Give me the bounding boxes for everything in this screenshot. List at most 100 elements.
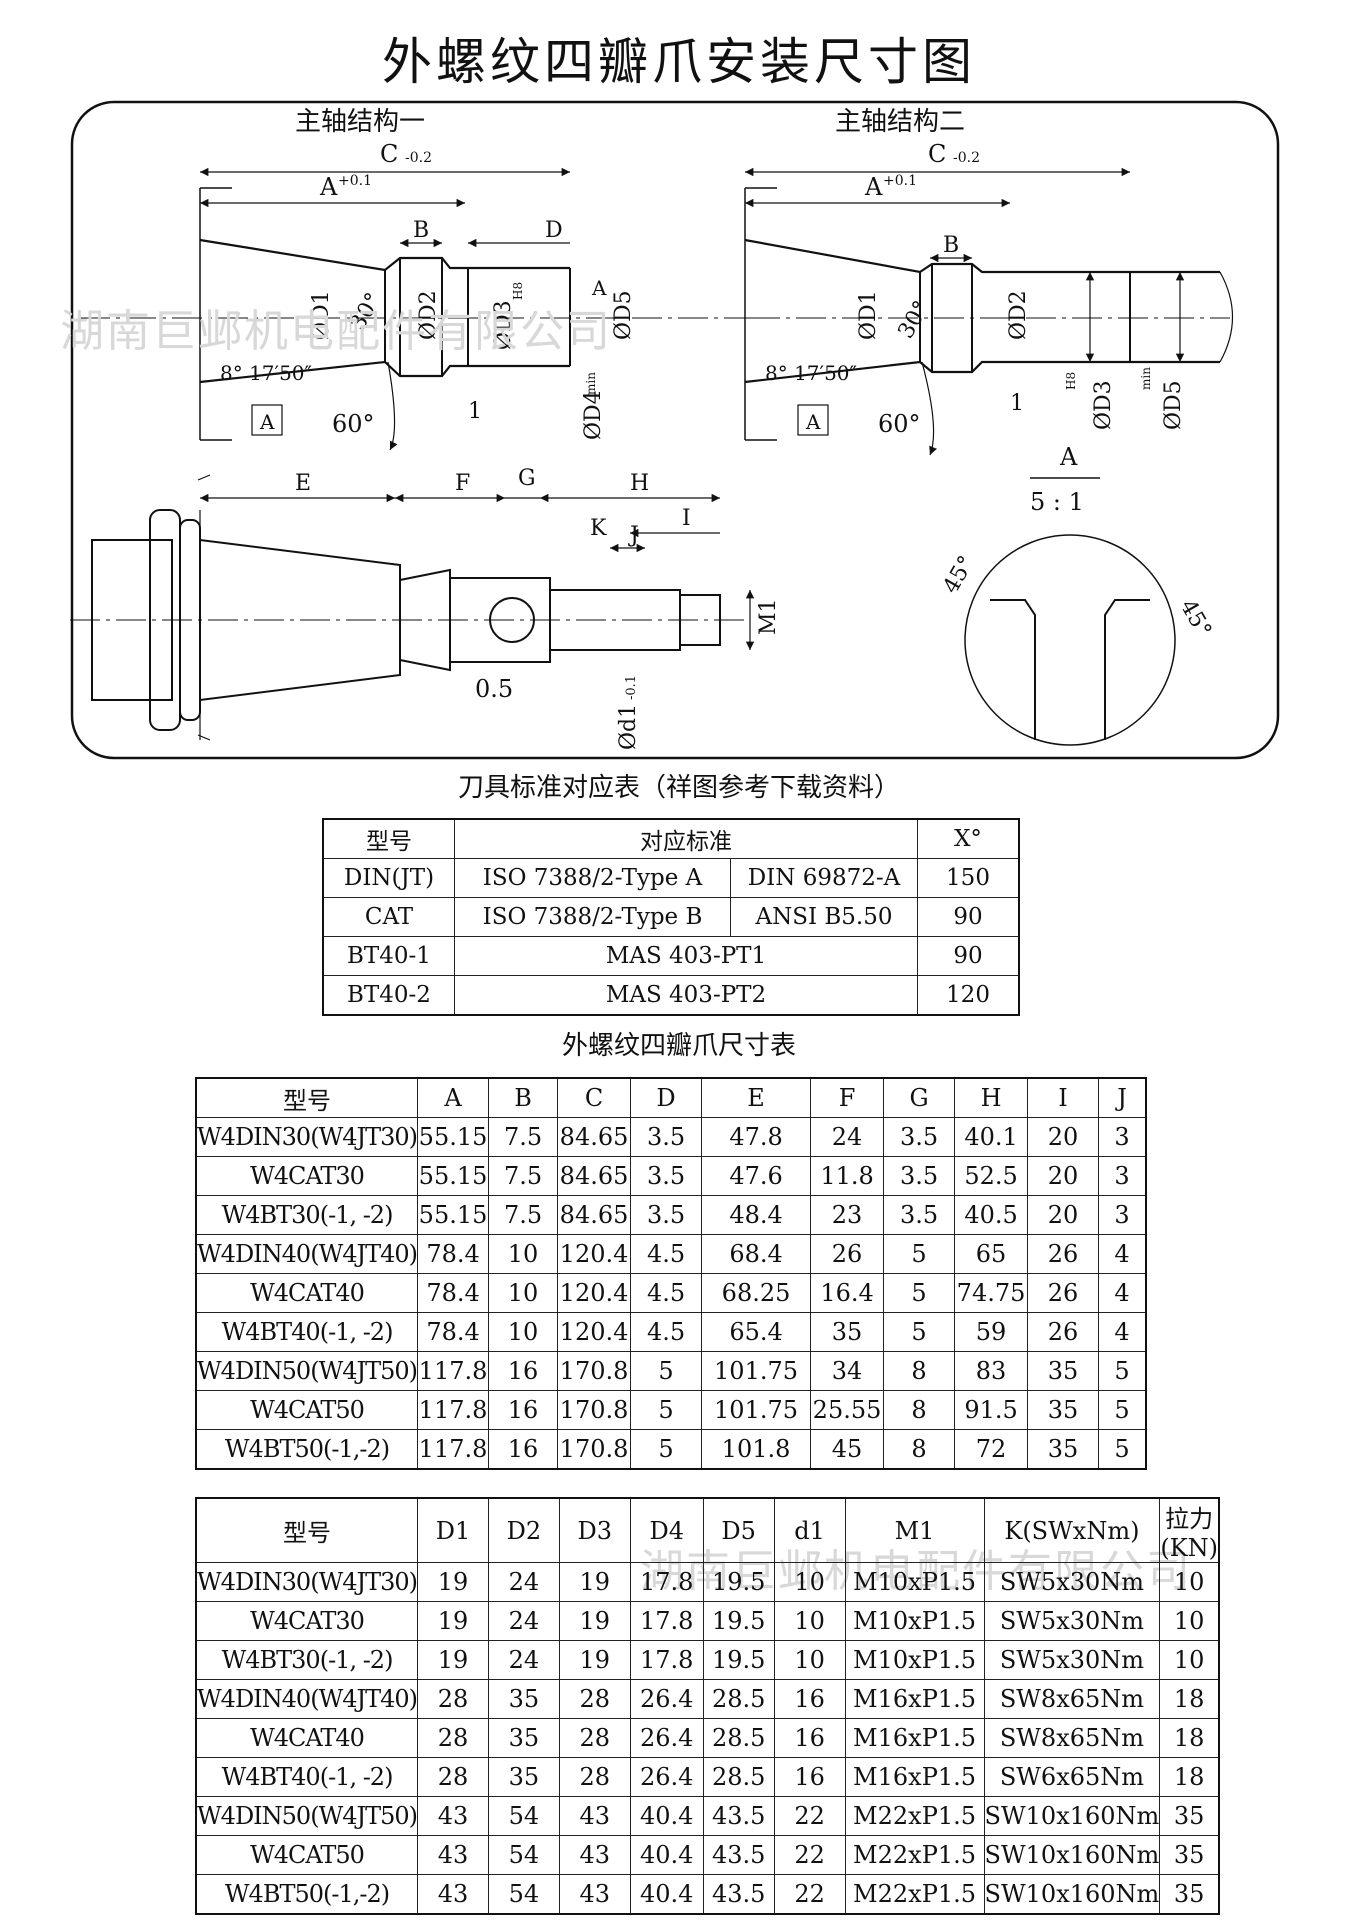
value-cell: 43.5 (702, 1796, 775, 1836)
model-cell: W4CAT30 (195, 1601, 419, 1641)
model-cell: W4BT50(-1,-2) (195, 1874, 419, 1915)
dim-A-tol-1: +0.1 (338, 173, 372, 189)
value-cell: 54 (487, 1796, 560, 1836)
value-cell: 16.4 (810, 1273, 885, 1313)
th-x: X° (917, 818, 1020, 859)
dim-H: H (630, 471, 649, 496)
th: D1 (417, 1497, 489, 1563)
value-cell: 47.6 (701, 1156, 812, 1196)
value-cell: 4.5 (630, 1312, 703, 1352)
value-cell: M16xP1.5 (844, 1679, 985, 1719)
value-cell: 4.5 (630, 1234, 703, 1274)
value-cell: M10xP1.5 (844, 1562, 985, 1602)
dim-D3-2: ØD3 (1091, 380, 1116, 430)
th: M1 (844, 1497, 985, 1563)
value-cell: 55.15 (417, 1117, 490, 1157)
value-cell: 18 (1159, 1679, 1220, 1719)
value-cell: 40.1 (954, 1117, 1029, 1157)
dim-D3-tol-1: H8 (511, 282, 525, 300)
value-cell: 120.4 (557, 1234, 632, 1274)
value-cell: SW5x30Nm (983, 1562, 1161, 1602)
value-cell: 65 (954, 1234, 1029, 1274)
value-cell: 17.8 (629, 1562, 704, 1602)
table-row: DIN(JT) ISO 7388/2-Type A DIN 69872-A 15… (322, 858, 1020, 898)
value-cell: 3 (1098, 1117, 1147, 1157)
value-cell: 17.8 (629, 1640, 704, 1680)
page-title: 外螺纹四瓣爪安装尺寸图 (382, 33, 976, 91)
th: C (557, 1077, 632, 1118)
dim-D1-2: ØD1 (856, 290, 881, 340)
value-cell: 7.5 (488, 1117, 559, 1157)
spindle-structure-2: 主轴结构二 C -0.2 A +0.1 B ØD1 ØD2 ØD3 H8 ØD5… (744, 107, 1234, 456)
value-cell: 43 (558, 1835, 631, 1875)
dim-half: 0.5 (475, 675, 513, 703)
table-row: BT40-1 MAS 403-PT1 90 (322, 936, 1020, 976)
dim-I: I (682, 506, 691, 531)
value-cell: 16 (773, 1757, 846, 1797)
value-cell: SW6x65Nm (983, 1757, 1161, 1797)
value-cell: 5 (883, 1234, 956, 1274)
value-cell: 10 (1159, 1601, 1220, 1641)
datum-A-1: A (259, 410, 275, 434)
value-cell: 28 (558, 1757, 631, 1797)
value-cell: 24 (810, 1117, 885, 1157)
value-cell: 52.5 (954, 1156, 1029, 1196)
dim-A-section-1: A (591, 276, 607, 300)
dim-M1: M1 (756, 598, 781, 635)
value-cell: 4 (1098, 1312, 1147, 1352)
value-cell: 3.5 (630, 1156, 703, 1196)
cell: 90 (917, 897, 1020, 937)
value-cell: 117.8 (417, 1429, 490, 1470)
value-cell: 43 (417, 1874, 489, 1915)
angle-30-2: 30° (894, 297, 935, 343)
value-cell: 10 (1159, 1562, 1220, 1602)
value-cell: 5 (1098, 1390, 1147, 1430)
datum-A-2: A (805, 410, 821, 434)
model-cell: W4BT50(-1,-2) (195, 1429, 419, 1470)
value-cell: M16xP1.5 (844, 1718, 985, 1758)
value-cell: 28 (417, 1718, 489, 1758)
value-cell: 16 (488, 1429, 559, 1470)
value-cell: 19.5 (702, 1640, 775, 1680)
model-cell: W4DIN50(W4JT50) (195, 1351, 419, 1391)
value-cell: SW10x160Nm (983, 1835, 1161, 1875)
dimension-table-1: 型号 A B C D E F G H I J W4DIN30(W4JT30)55… (195, 1077, 1147, 1470)
value-cell: 16 (488, 1351, 559, 1391)
model-cell: W4CAT40 (195, 1718, 419, 1758)
value-cell: 7.5 (488, 1195, 559, 1235)
value-cell: 170.8 (557, 1390, 632, 1430)
value-cell: 8 (883, 1390, 956, 1430)
value-cell: 5 (883, 1312, 956, 1352)
value-cell: 28.5 (702, 1757, 775, 1797)
dim-C-tol-1: -0.2 (405, 150, 432, 166)
value-cell: 20 (1027, 1195, 1100, 1235)
value-cell: 117.8 (417, 1351, 490, 1391)
spindle2-title: 主轴结构二 (835, 107, 965, 137)
value-cell: SW10x160Nm (983, 1796, 1161, 1836)
th: d1 (773, 1497, 846, 1563)
value-cell: 24 (487, 1601, 560, 1641)
model-cell: W4CAT30 (195, 1156, 419, 1196)
value-cell: SW8x65Nm (983, 1718, 1161, 1758)
value-cell: 19 (558, 1640, 631, 1680)
value-cell: 84.65 (557, 1195, 632, 1235)
dim-K: K (590, 516, 607, 541)
value-cell: 3 (1098, 1195, 1147, 1235)
value-cell: 25.55 (810, 1390, 885, 1430)
th-model: 型号 (322, 818, 455, 859)
angle-45-left: 45° (939, 552, 980, 598)
value-cell: 26 (1027, 1312, 1100, 1352)
value-cell: 18 (1159, 1718, 1220, 1758)
value-cell: 54 (487, 1835, 560, 1875)
th-standard: 对应标准 (454, 818, 918, 859)
spindle-structure-1: 主轴结构一 C -0.2 A +0.1 B D ØD1 ØD2 ØD3 H8 Ø… (80, 107, 750, 451)
model-cell: W4DIN30(W4JT30) (195, 1562, 419, 1602)
table-row: BT40-2 MAS 403-PT2 120 (322, 975, 1020, 1016)
dim-D2-2: ØD2 (1006, 290, 1031, 340)
